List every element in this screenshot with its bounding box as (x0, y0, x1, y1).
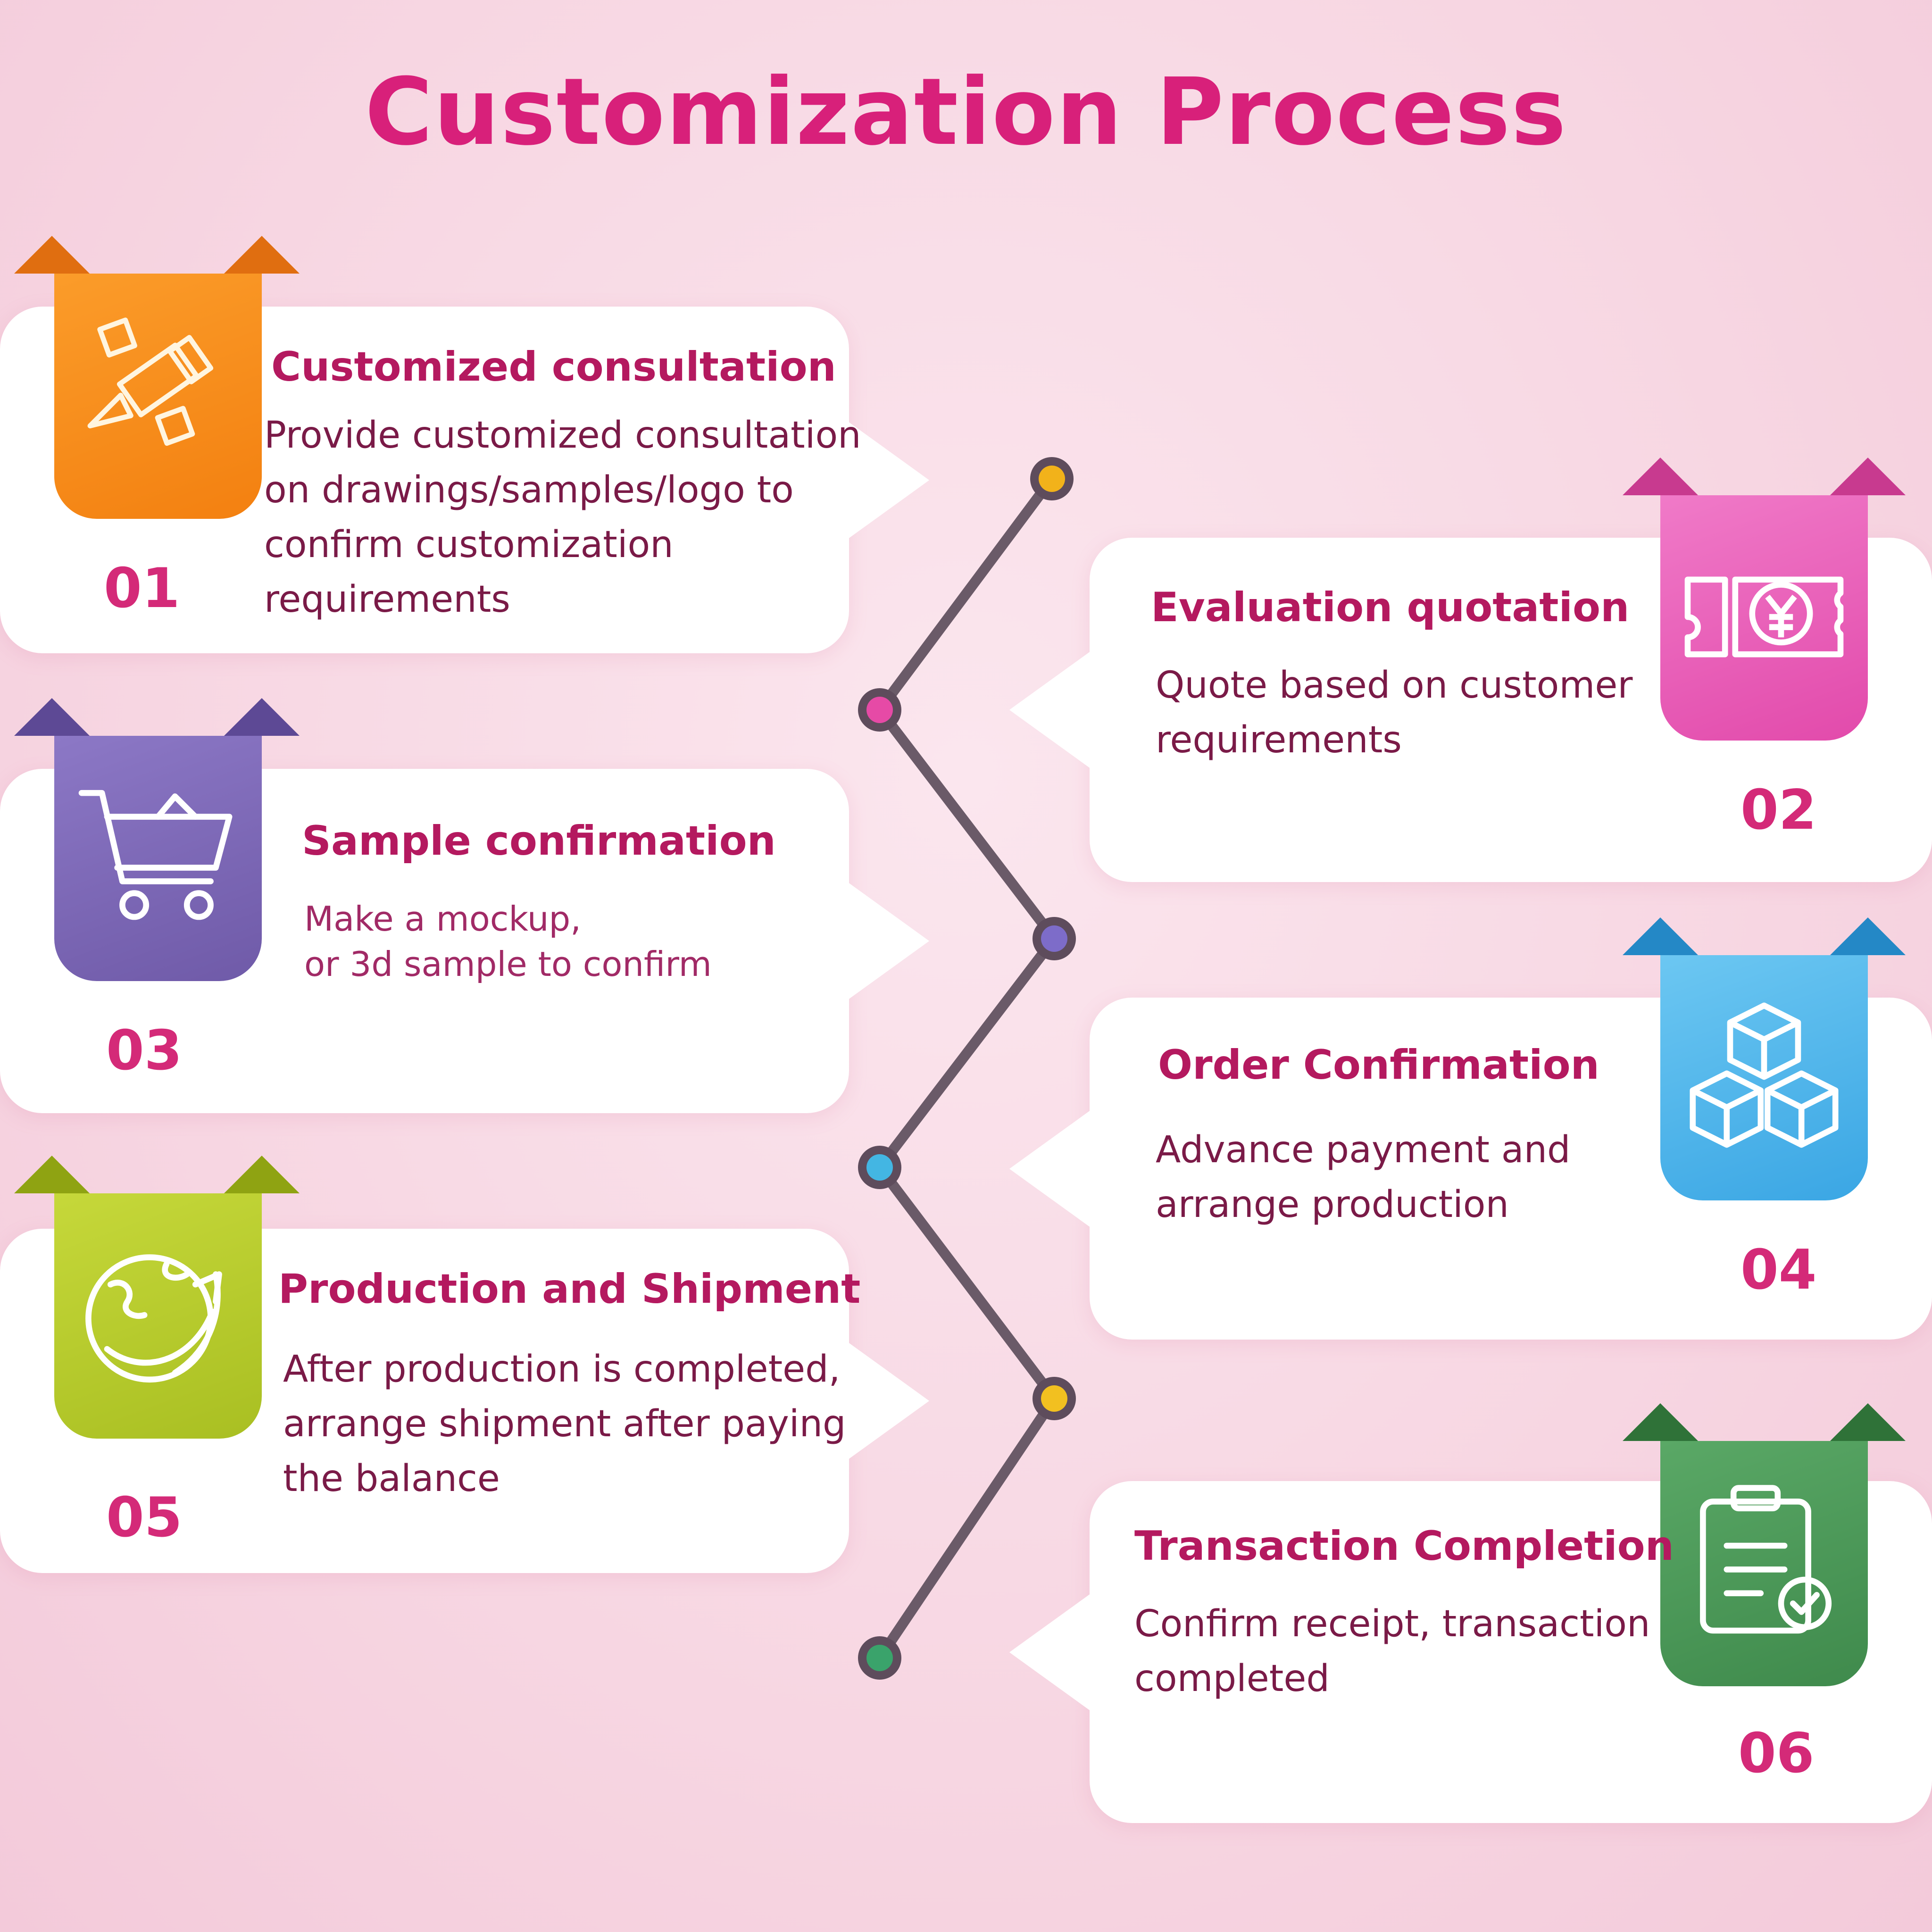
step-tile-01-fold-right (224, 236, 300, 274)
connector-dot-core-6 (866, 1645, 893, 1671)
step-title-05: Production and Shipment (278, 1266, 861, 1313)
step-tile-06 (1660, 1441, 1868, 1686)
step-number-06: 06 (1738, 1722, 1815, 1785)
step-tile-05-fold-right (224, 1156, 300, 1193)
step-number-05: 05 (106, 1486, 183, 1549)
step-title-04: Order Confirmation (1158, 1041, 1599, 1089)
step-tile-02-fold (1623, 458, 1698, 495)
page-title: Customization Process (365, 58, 1567, 166)
step-tile-02-fold-right (1830, 458, 1906, 495)
clipboard-check-icon (1679, 1478, 1849, 1649)
connector-dot-core-2 (866, 697, 893, 723)
step-tile-01-fold (14, 236, 90, 274)
step-number-01: 01 (104, 557, 180, 620)
step-tile-04-fold-right (1830, 917, 1906, 955)
connector-dot-core-5 (1041, 1385, 1067, 1412)
connector-dot-core-1 (1039, 466, 1065, 492)
step-tile-03-fold-right (224, 698, 300, 736)
step-tile-06-fold-right (1830, 1403, 1906, 1441)
step-number-04: 04 (1740, 1238, 1817, 1302)
step-tile-05 (54, 1193, 262, 1439)
pencil-ruler-icon (73, 310, 243, 482)
step-number-02: 02 (1740, 778, 1817, 842)
connector-dot-core-4 (866, 1154, 893, 1181)
step-tile-06-fold (1623, 1403, 1698, 1441)
yen-ticket-icon (1679, 532, 1849, 704)
step-tile-04-fold (1623, 917, 1698, 955)
step-number-03: 03 (106, 1019, 183, 1083)
step-tile-03 (54, 736, 262, 981)
step-desc-01: Provide customized consultation on drawi… (264, 414, 861, 621)
step-tile-01 (54, 274, 262, 519)
step-desc-02: Quote based on customer requirements (1156, 664, 1633, 761)
step-title-01: Customized consultation (271, 343, 836, 391)
step-title-06: Transaction Completion (1134, 1523, 1674, 1570)
step-tile-04 (1660, 955, 1868, 1200)
step-desc-06: Confirm receipt, transaction completed (1134, 1603, 1650, 1700)
step-title-02: Evaluation quotation (1151, 584, 1630, 631)
step-desc-03: Make a mockup, or 3d sample to confirm (304, 899, 712, 984)
shopping-cart-icon (73, 773, 243, 944)
step-desc-04: Advance payment and arrange production (1156, 1129, 1571, 1226)
connector-dot-core-3 (1041, 925, 1067, 952)
step-tile-02 (1660, 495, 1868, 741)
step-tile-03-fold (14, 698, 90, 736)
step-title-03: Sample confirmation (302, 817, 776, 865)
step-desc-05: After production is completed, arrange s… (283, 1348, 846, 1500)
step-tile-05-fold (14, 1156, 90, 1193)
globe-arrow-icon (73, 1230, 243, 1402)
stacked-boxes-icon (1679, 992, 1849, 1164)
